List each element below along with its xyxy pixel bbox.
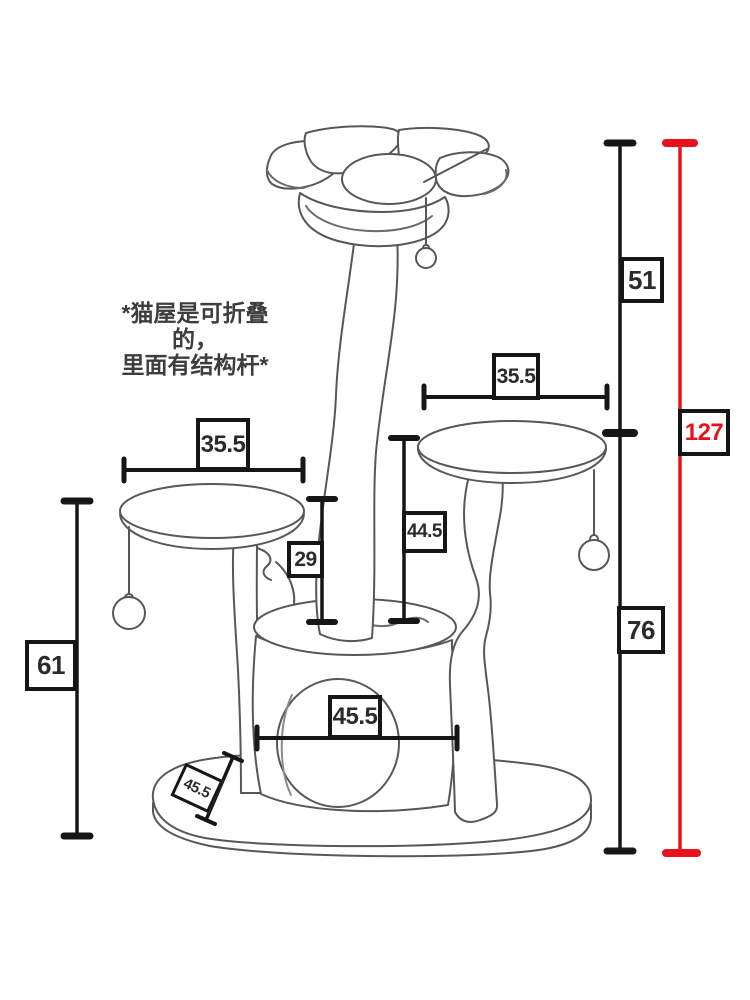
dim-box-house-width: 45.5 xyxy=(328,695,382,739)
flower-platform xyxy=(265,125,510,248)
foldable-note: *猫屋是可折叠的， 里面有结构杆* xyxy=(100,300,290,378)
foldable-note-line2: 里面有结构杆* xyxy=(121,352,269,378)
dim-box-lower-height: 76 xyxy=(617,606,665,654)
dim-line-upper-lower-height xyxy=(602,139,638,855)
petal-front xyxy=(297,192,450,248)
dim-box-left-step-height: 29 xyxy=(287,541,324,578)
flower-center-cushion xyxy=(341,153,437,205)
left-platform xyxy=(119,483,305,550)
dim-box-left-platform-height: 61 xyxy=(25,640,77,691)
main-trunk xyxy=(315,228,399,643)
dim-box-left-platform-width: 35.5 xyxy=(196,418,250,471)
right-trunk xyxy=(448,470,504,823)
dim-box-total-height: 127 xyxy=(678,409,730,456)
dim-box-right-platform-width: 35.5 xyxy=(492,353,540,400)
hanging-ball-flower xyxy=(415,197,437,269)
dim-line-left-platform-height xyxy=(60,497,94,840)
hanging-ball-right xyxy=(578,469,610,571)
right-platform xyxy=(417,420,607,484)
dim-box-upper-height: 51 xyxy=(620,257,664,303)
hanging-ball-left xyxy=(112,526,146,630)
petal-right xyxy=(434,151,510,198)
foldable-note-line1: *猫屋是可折叠的， xyxy=(121,300,269,352)
dim-line-total-height xyxy=(662,139,701,857)
dim-box-right-pole-height: 44.5 xyxy=(402,511,447,553)
